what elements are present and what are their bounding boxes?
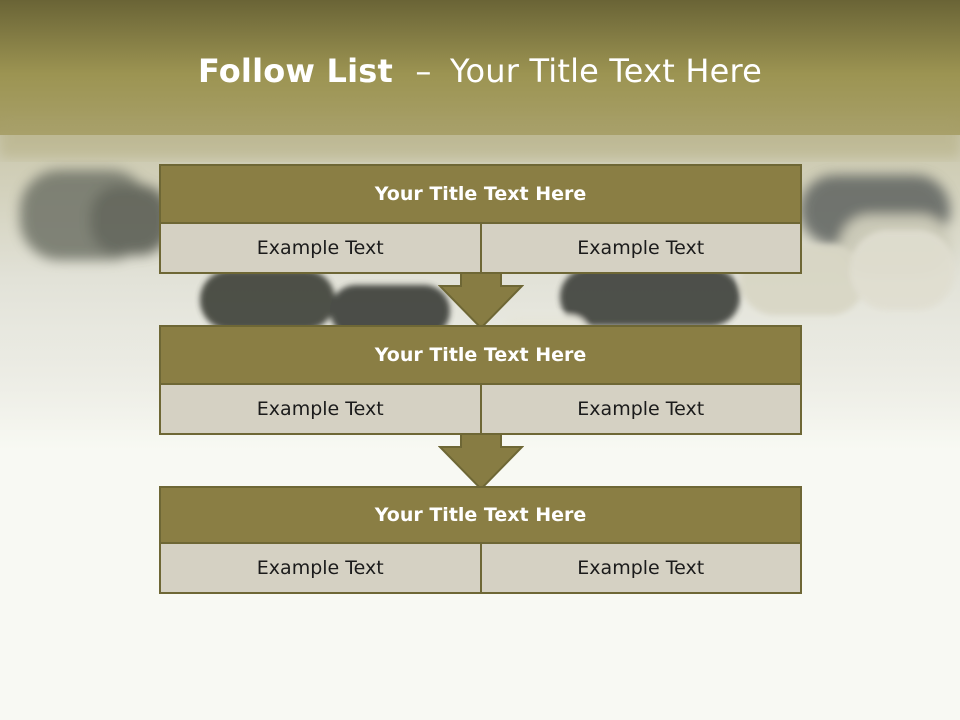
block-title: Your Title Text Here bbox=[161, 327, 800, 385]
block-cell-right: Example Text bbox=[479, 224, 800, 272]
down-arrow-icon bbox=[438, 431, 524, 491]
title-regular-part: Your Title Text Here bbox=[450, 52, 763, 90]
block-row: Example Text Example Text bbox=[161, 224, 800, 272]
title-dash: – bbox=[415, 52, 432, 90]
block-title: Your Title Text Here bbox=[161, 166, 800, 224]
block-title: Your Title Text Here bbox=[161, 488, 800, 544]
list-block-1: Your Title Text Here Example Text Exampl… bbox=[159, 164, 802, 274]
down-arrow-icon bbox=[438, 270, 524, 330]
block-cell-right: Example Text bbox=[479, 385, 800, 433]
block-cell-left: Example Text bbox=[161, 385, 480, 433]
block-cell-right: Example Text bbox=[479, 544, 800, 592]
slide-title: Follow List – Your Title Text Here bbox=[0, 52, 960, 90]
list-block-2: Your Title Text Here Example Text Exampl… bbox=[159, 325, 802, 435]
block-row: Example Text Example Text bbox=[161, 544, 800, 592]
block-row: Example Text Example Text bbox=[161, 385, 800, 433]
block-cell-left: Example Text bbox=[161, 544, 480, 592]
title-bold-part: Follow List bbox=[197, 52, 394, 90]
list-block-3: Your Title Text Here Example Text Exampl… bbox=[159, 486, 802, 594]
block-cell-left: Example Text bbox=[161, 224, 480, 272]
